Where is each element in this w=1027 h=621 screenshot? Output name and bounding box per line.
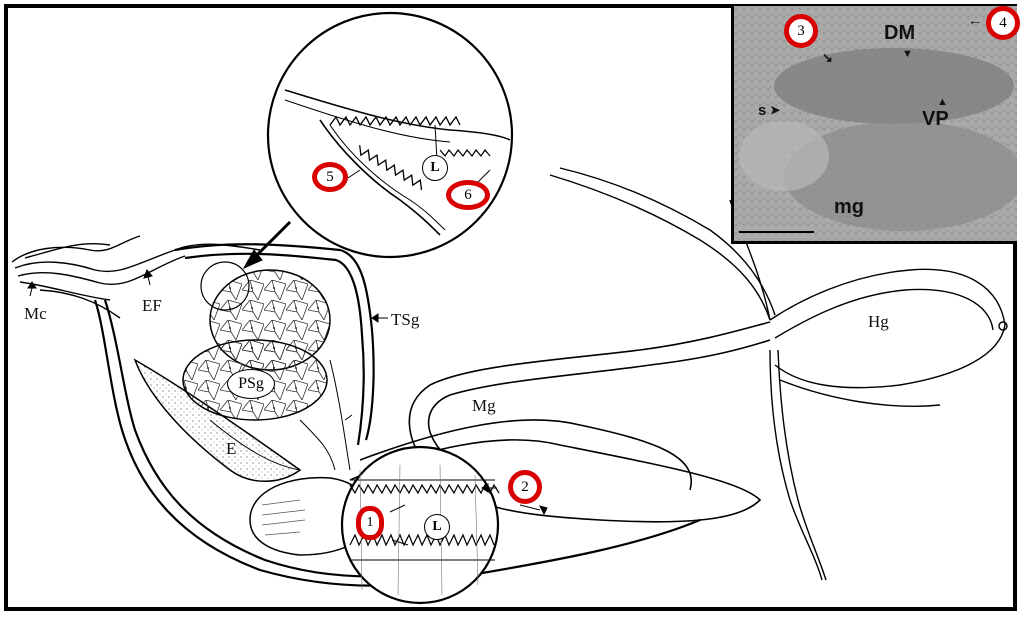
- dm-arrowhead-icon: ▼: [902, 48, 913, 60]
- marker-3: 3: [784, 14, 818, 48]
- marker-4: 4: [986, 6, 1020, 40]
- label-mg: Mg: [472, 396, 496, 416]
- arrow-4-icon: ←: [968, 12, 982, 28]
- micrograph-texture: [734, 6, 1017, 244]
- arrow-3-icon: ↘: [822, 50, 833, 66]
- label-e: E: [226, 439, 236, 459]
- label-dm: DM: [884, 22, 915, 45]
- marker-5: 5: [312, 162, 348, 192]
- marker-6: 6: [446, 180, 490, 210]
- lumen-label-upper: L: [422, 155, 448, 181]
- label-s: s: [758, 102, 766, 119]
- marker-1: 1: [356, 506, 384, 540]
- label-mg-inset: mg: [834, 196, 864, 219]
- electron-micrograph-inset: DM ▼ ▲ VP s ➤ mg ← ↘: [731, 6, 1017, 244]
- marker-2: 2: [508, 470, 542, 504]
- label-mc: Mc: [24, 304, 47, 324]
- label-ef: EF: [142, 296, 162, 316]
- vp-arrowhead-icon: ▲: [937, 96, 948, 108]
- upper-magnified-section: [268, 13, 512, 257]
- label-vp: VP: [922, 108, 949, 131]
- label-psg: PSg: [227, 369, 275, 399]
- s-arrow-icon: ➤: [770, 103, 780, 117]
- lumen-label-lower: L: [424, 514, 450, 540]
- label-tsg: TSg: [391, 310, 419, 330]
- label-hg: Hg: [868, 312, 889, 332]
